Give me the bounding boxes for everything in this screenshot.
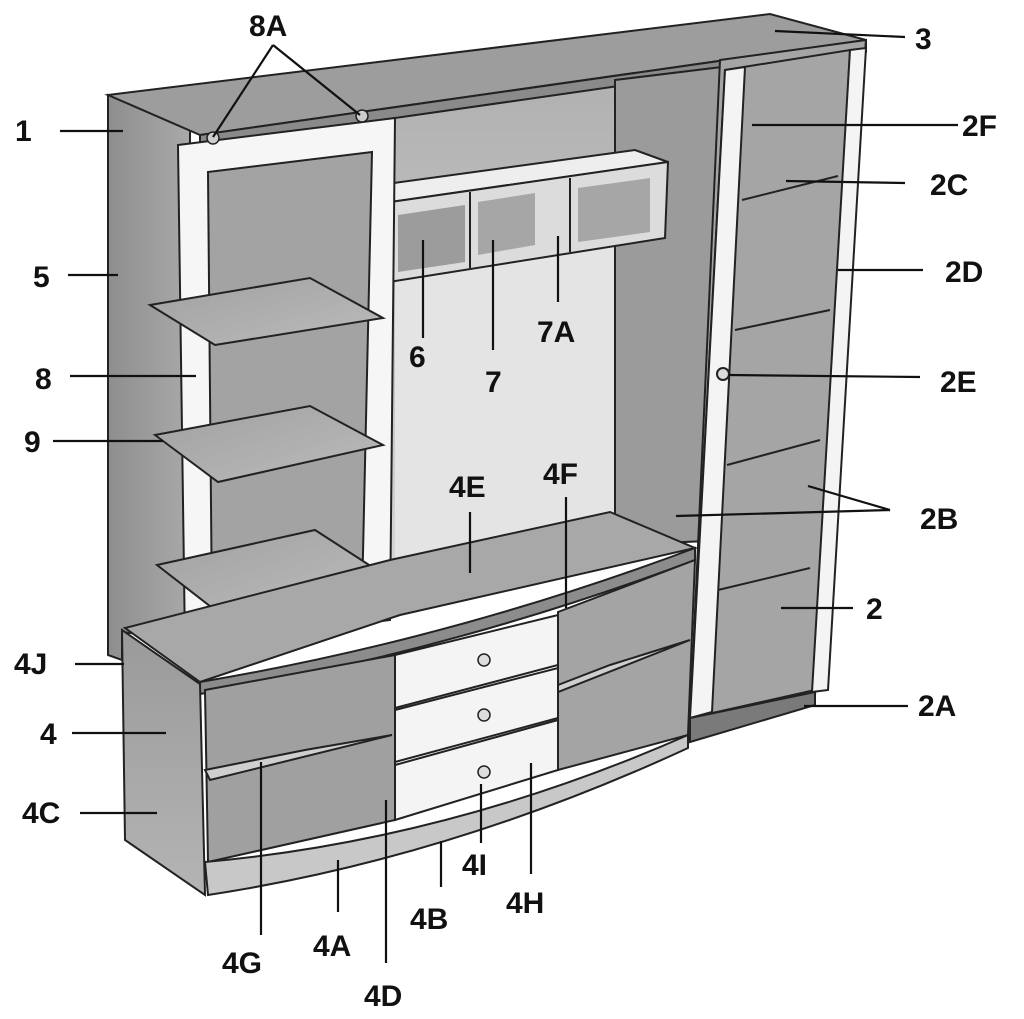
label-4C: 4C — [22, 797, 60, 830]
label-7: 7 — [485, 366, 502, 399]
cabinet-shelf-1 — [741, 175, 839, 201]
label-4D: 4D — [364, 980, 402, 1013]
right-shelf — [557, 639, 691, 694]
label-3: 3 — [915, 23, 932, 56]
label-8: 8 — [35, 363, 52, 396]
label-4G: 4G — [222, 947, 262, 980]
cubby-bay-2 — [478, 193, 535, 255]
rod-cap-left-icon — [206, 131, 220, 145]
label-2D: 2D — [945, 256, 983, 289]
label-4: 4 — [40, 718, 57, 751]
label-2: 2 — [866, 593, 883, 626]
drawer-knob-top-icon — [477, 653, 491, 667]
label-4E: 4E — [449, 471, 486, 504]
cabinet-shelf-4 — [717, 567, 811, 591]
label-4B: 4B — [410, 903, 448, 936]
glass-shelf-top — [147, 276, 387, 347]
door-knob-icon — [716, 367, 730, 381]
rod-cap-right-icon — [355, 109, 369, 123]
label-4J: 4J — [14, 648, 47, 681]
label-2A: 2A — [918, 690, 956, 723]
label-7A: 7A — [537, 316, 575, 349]
part-labels: 1 8A 3 2F 2C 2D 5 8 9 6 7 7A 2E 4E 4F 2B… — [14, 10, 997, 1013]
console-left-end — [120, 628, 207, 897]
drawer-knob-bottom-icon — [477, 765, 491, 779]
cabinet-shelf-2 — [734, 309, 831, 331]
glass-door-right-stile — [810, 46, 868, 694]
label-2F: 2F — [962, 110, 997, 143]
label-4A: 4A — [313, 930, 351, 963]
label-4I: 4I — [462, 849, 487, 882]
label-2C: 2C — [930, 169, 968, 202]
tv-opening — [395, 195, 615, 560]
cubby-bay-3 — [578, 178, 650, 242]
label-4H: 4H — [506, 887, 544, 920]
label-8A: 8A — [249, 10, 287, 43]
console-plinth — [203, 733, 689, 897]
label-6: 6 — [409, 341, 426, 374]
glass-shelf-middle — [152, 404, 386, 484]
left-shelf-4G — [203, 734, 393, 782]
label-2B: 2B — [920, 503, 958, 536]
label-5: 5 — [33, 261, 50, 294]
drawer-knob-middle-icon — [477, 708, 491, 722]
cubby-bay-1 — [398, 205, 465, 272]
label-4F: 4F — [543, 458, 578, 491]
label-9: 9 — [24, 426, 41, 459]
leader-lines — [53, 29, 958, 963]
label-2E: 2E — [940, 366, 977, 399]
cabinet-shelf-3 — [726, 439, 821, 466]
label-1: 1 — [15, 115, 32, 148]
glass-door-left-stile — [688, 65, 747, 720]
